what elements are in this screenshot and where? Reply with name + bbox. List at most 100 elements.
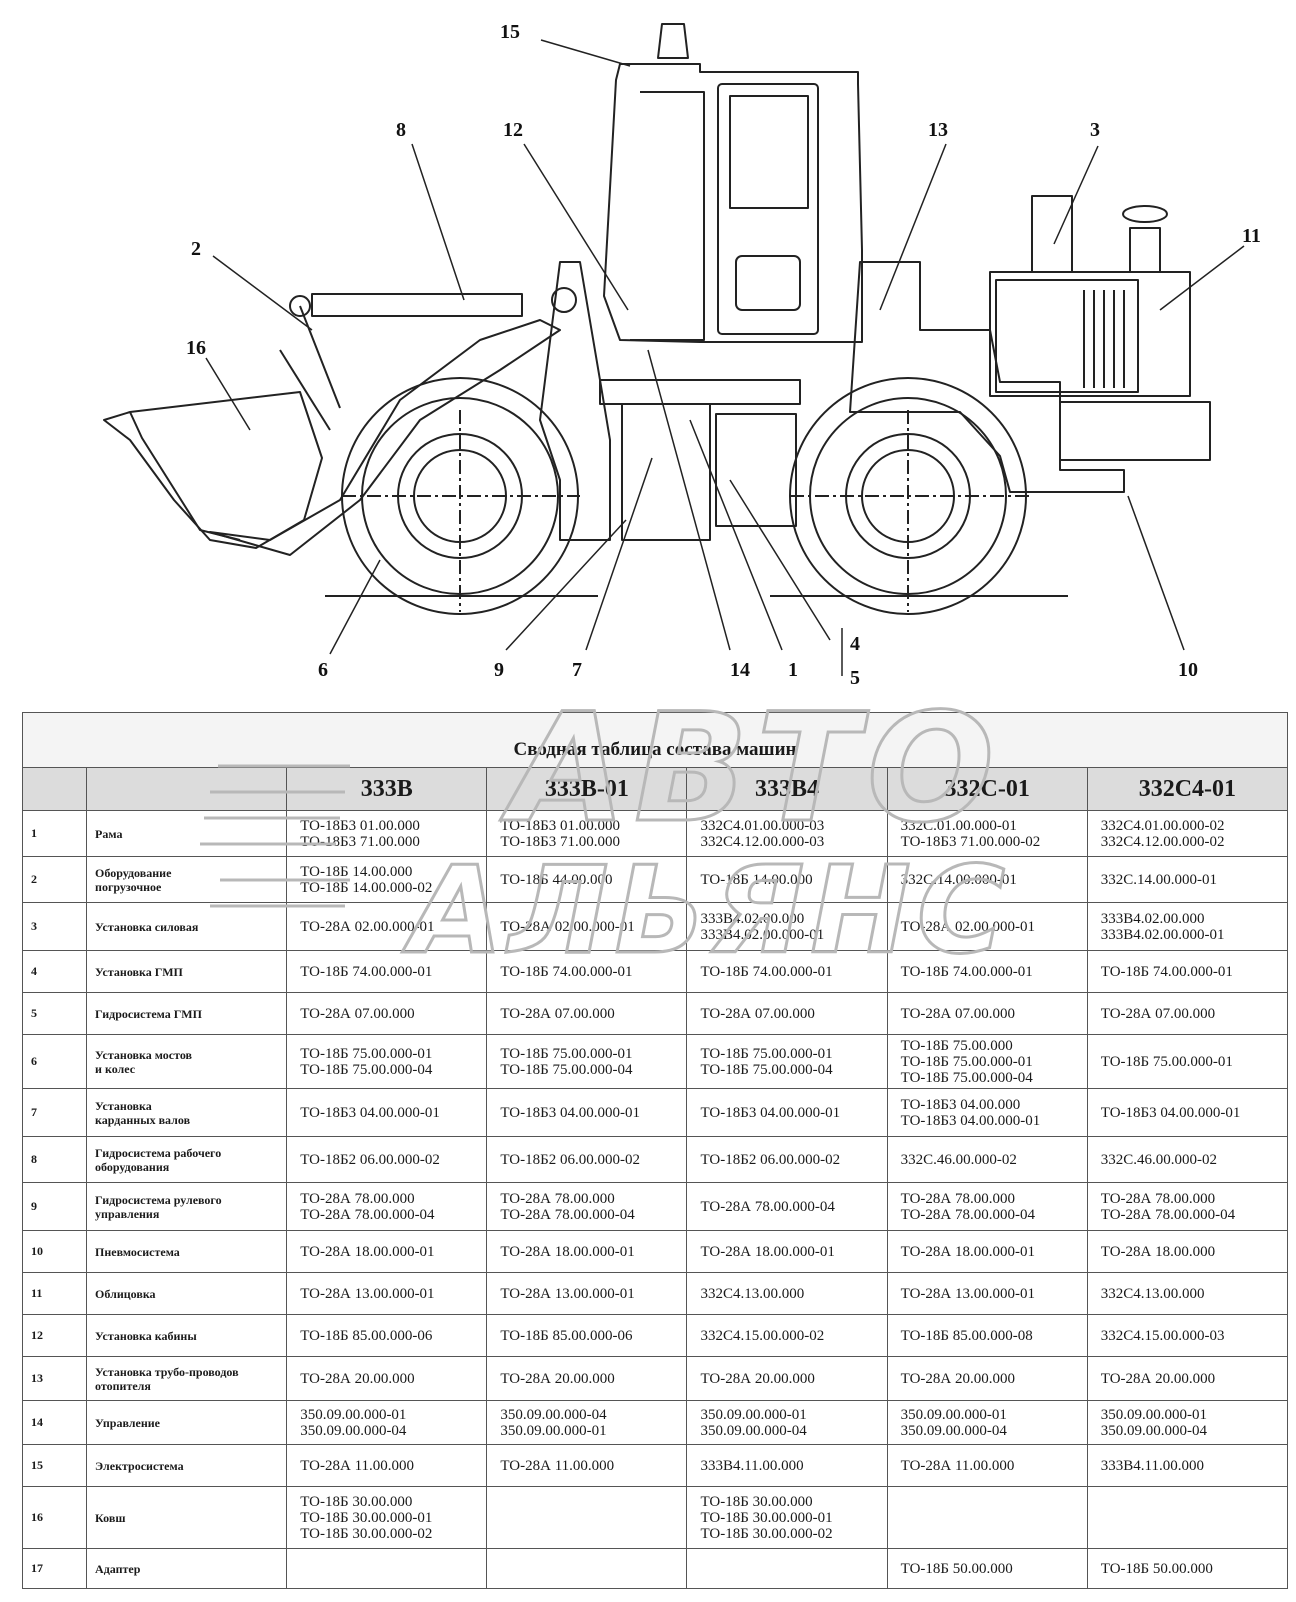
row-number: 17 [21,1548,88,1589]
part-number-cell: ТО-28А 07.00.000 [886,992,1088,1035]
part-number: ТО-28А 13.00.000-01 [500,1285,635,1302]
part-number: 350.09.00.000-01 [1100,1406,1207,1423]
part-number: ТО-18Б 75.00.000-01 [300,1045,433,1062]
part-number: 332С.46.00.000-02 [900,1151,1017,1168]
part-number: ТО-18Б 74.00.000-01 [1100,963,1233,980]
header-model: 333В-01 [486,767,688,811]
part-number: ТО-18Б 14.00.000 [700,871,813,888]
row-number: 9 [21,1182,88,1231]
part-number: 350.09.00.000-01 [700,1406,807,1423]
part-number: ТО-18Б 75.00.000-04 [500,1061,633,1078]
callout-15: 15 [500,21,520,43]
part-number-cell: ТО-28А 11.00.000 [486,1444,688,1487]
component-name-line: Установка кабины [95,1328,197,1343]
callout-4: 4 [850,633,860,655]
part-number-cell: ТО-18Б 74.00.000-01 [686,950,888,993]
callout-1: 1 [788,659,798,681]
row-component-name: Пневмосистема [86,1230,288,1273]
part-number: ТО-28А 78.00.000 [500,1190,615,1207]
part-number-cell: 333В4.11.00.000 [1086,1444,1289,1487]
row-component-name: Электросистема [86,1444,288,1487]
part-number-cell: ТО-18Б2 06.00.000-02 [486,1136,688,1183]
part-number: ТО-28А 20.00.000 [1100,1370,1216,1387]
part-number: ТО-18Б 30.00.000 [700,1493,813,1510]
part-number: ТО-28А 07.00.000 [700,1005,815,1022]
row-number: 13 [21,1356,88,1401]
part-number-cell: ТО-28А 18.00.000-01 [886,1230,1088,1273]
part-number: 333В4.02.00.000-01 [700,926,825,943]
table-caption: Сводная таблица состава машин [22,712,1288,768]
part-number: ТО-18Б3 04.00.000 [900,1096,1021,1113]
part-number: 333В4.02.00.000-01 [1100,926,1225,943]
part-number-cell: ТО-18Б2 06.00.000-02 [286,1136,488,1183]
loader-diagram: 15 8 12 13 3 2 11 16 6 9 7 14 1 4 5 10 [103,21,1261,689]
header-name [86,767,288,811]
part-number: ТО-18Б 14.00.000 [300,863,413,880]
part-number: ТО-18Б 30.00.000-02 [300,1525,433,1542]
part-number-cell: ТО-28А 11.00.000 [286,1444,488,1487]
part-number-cell [486,1486,688,1549]
part-number-cell: ТО-18Б 74.00.000-01 [286,950,488,993]
row-number: 16 [21,1486,88,1549]
part-number-cell: ТО-28А 13.00.000-01 [486,1272,688,1315]
part-number-cell: ТО-28А 02.00.000-01 [886,902,1088,951]
header-model: 333В [286,767,488,811]
part-number: 350.09.00.000-04 [500,1406,607,1423]
component-name-line: Установка трубо-проводов [95,1364,239,1379]
part-number: ТО-28А 13.00.000-01 [900,1285,1035,1302]
part-number: ТО-18Б 75.00.000-04 [700,1061,833,1078]
row-component-name: Облицовка [86,1272,288,1315]
component-name-line: Установка силовая [95,919,199,934]
part-number: ТО-28А 78.00.000 [900,1190,1015,1207]
part-number: 350.09.00.000-04 [700,1422,807,1439]
part-number: ТО-18Б 75.00.000-04 [900,1069,1033,1086]
part-number-cell: 332С.46.00.000-02 [886,1136,1088,1183]
row-number: 4 [21,950,88,993]
part-number: ТО-28А 11.00.000 [300,1457,415,1474]
part-number: ТО-28А 02.00.000-01 [500,918,635,935]
component-name-line: Пневмосистема [95,1244,180,1259]
part-number: ТО-18Б 75.00.000-04 [300,1061,433,1078]
part-number-cell: 332С4.15.00.000-02 [686,1314,888,1357]
part-number: ТО-18Б 30.00.000-02 [700,1525,833,1542]
part-number: 332С4.01.00.000-02 [1100,817,1225,834]
row-number: 3 [21,902,88,951]
part-number-cell: ТО-28А 11.00.000 [886,1444,1088,1487]
part-number: ТО-18Б2 06.00.000-02 [700,1151,841,1168]
row-component-name: Установка ГМП [86,950,288,993]
row-component-name: Рама [86,810,288,857]
part-number: ТО-28А 78.00.000 [1100,1190,1216,1207]
part-number-cell: ТО-18Б 75.00.000-01 [1086,1034,1289,1089]
part-number: ТО-18Б3 01.00.000 [300,817,420,834]
row-component-name: Управление [86,1400,288,1445]
component-name-line: Гидросистема рулевого [95,1192,222,1207]
part-number: ТО-18Б2 06.00.000-02 [500,1151,640,1168]
part-number: ТО-18Б 75.00.000-01 [1100,1053,1233,1070]
callout-2: 2 [191,238,201,260]
callout-3: 3 [1090,119,1100,141]
part-number: ТО-28А 07.00.000 [500,1005,615,1022]
callout-9: 9 [494,659,504,681]
part-number: ТО-28А 78.00.000 [300,1190,415,1207]
part-number-cell: ТО-28А 18.00.000-01 [286,1230,488,1273]
part-number-cell: ТО-18Б3 04.00.000-01 [686,1088,888,1137]
callout-14: 14 [730,659,750,681]
part-number: 333В4.11.00.000 [1100,1457,1204,1474]
part-number-cell: ТО-28А 13.00.000-01 [286,1272,488,1315]
part-number: ТО-18Б3 04.00.000-01 [700,1104,841,1121]
